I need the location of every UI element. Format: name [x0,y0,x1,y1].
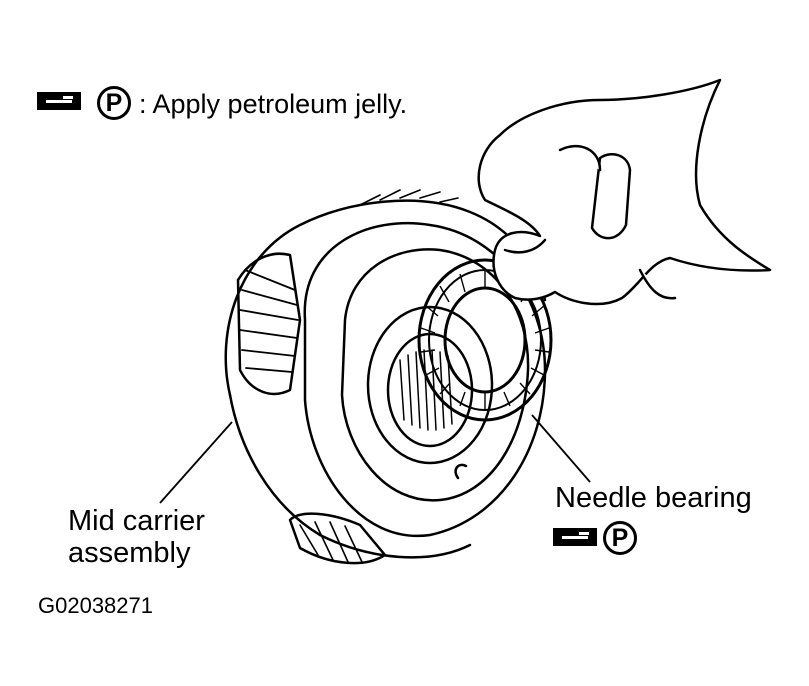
legend-text: : Apply petroleum jelly. [139,89,408,119]
leader-line-mid-carrier [159,421,233,504]
hand-illustration [477,78,772,306]
leader-line-needle-bearing [531,414,591,483]
figure-id: G02038271 [38,593,153,618]
needle-bearing-label: Needle bearing [555,482,752,514]
petroleum-jelly-symbol: P [97,86,131,120]
planet-gear-left [236,252,302,396]
hub-ring-outer [366,305,494,465]
carrier-plate [340,248,530,502]
planet-gear-bottom [288,512,387,565]
planet-gear-top [359,189,459,206]
planet-gear-teeth-bottom [299,521,363,563]
mid-carrier-label-line2: assembly [68,537,191,569]
carrier-housing-bottom [228,393,472,559]
mid-carrier-label-line1: Mid carrier [68,505,205,537]
grease-tube-icon [553,528,597,546]
grease-tube-icon [37,92,81,110]
petroleum-jelly-symbol: P [603,521,637,555]
notch-mark [454,463,468,480]
planet-gear-teeth-left [239,269,299,373]
